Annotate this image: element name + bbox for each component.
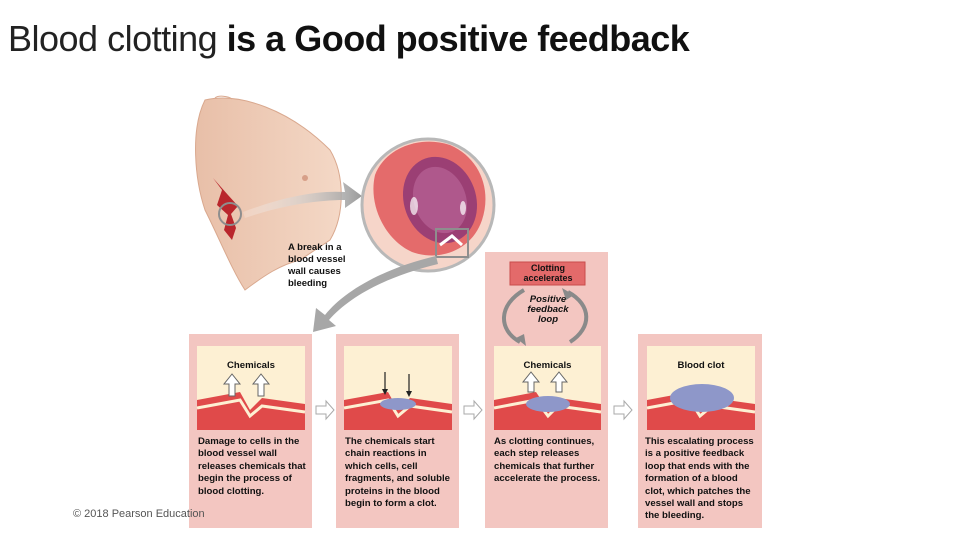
title-part-light: Blood clotting [8, 18, 227, 59]
vessel-wall-panel-4 [646, 384, 756, 430]
chemical-arrow-3a [521, 371, 541, 393]
step-arrow-2 [463, 399, 483, 421]
panel-4-text: This escalating process is a positive fe… [645, 436, 754, 522]
panel-1-header: Chemicals [227, 360, 275, 371]
chemical-arrow-1b [251, 373, 271, 397]
break-highlight-square [435, 228, 469, 258]
nipple [302, 175, 308, 181]
arm-illustration [195, 97, 342, 291]
break-callout-label: A break in a blood vessel wall causes bl… [288, 242, 346, 289]
vessel-wall-panel-1 [196, 392, 306, 430]
panel-4-header: Blood clot [677, 360, 725, 371]
vessel-wall-panel-3 [493, 392, 602, 430]
feedback-loop-arrow-left [502, 288, 526, 344]
vessel-wall-panel-2 [343, 392, 453, 430]
slide-title: Blood clotting is a Good positive feedba… [8, 18, 690, 60]
feedback-loop-arrow-right [566, 290, 589, 344]
zoom-circle-arm [218, 202, 242, 226]
panel-2-text: The chemicals start chain reactions in w… [345, 436, 451, 510]
step-arrow-1 [315, 399, 335, 421]
chemical-arrow-1a [222, 373, 242, 397]
copyright-text: © 2018 Pearson Education [73, 508, 205, 520]
panel-3-text: As clotting continues, each step release… [494, 436, 601, 485]
clotting-accelerates-box [509, 261, 586, 286]
blood-clot [670, 384, 734, 412]
chemical-arrow-3b [549, 371, 569, 393]
panel-1-text: Damage to cells in the blood vessel wall… [198, 436, 306, 497]
zoom-arrow-1 [243, 182, 362, 218]
panel-3-header: Chemicals [523, 360, 572, 371]
clotting-accelerates-label: Clotting accelerates [523, 263, 573, 283]
step-arrow-3 [613, 399, 633, 421]
zoom-arrow-2 [313, 256, 438, 332]
positive-feedback-loop-label: Positive feedback loop [527, 294, 569, 325]
title-part-bold: is a Good positive feedback [226, 18, 690, 59]
